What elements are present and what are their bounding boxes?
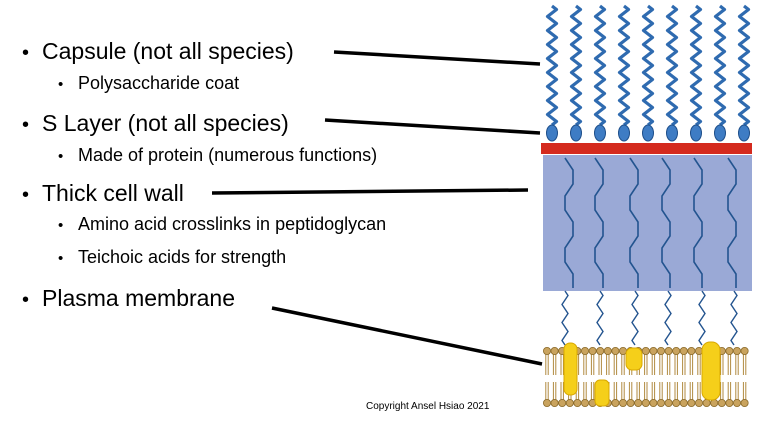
lipid-head [657, 398, 666, 407]
lipid-head [679, 398, 688, 407]
capsule-strand [665, 4, 679, 127]
teichoic-acid-strand [730, 290, 738, 346]
lipid-head [596, 346, 605, 355]
lipid-head [543, 398, 552, 407]
capsule-leader-line [333, 50, 541, 66]
peptidoglycan-strand [629, 157, 639, 288]
teichoic-acid-strand [698, 290, 706, 346]
teichoic-acid-strands [561, 290, 738, 346]
lipid-head [725, 346, 734, 355]
lipid-head [649, 346, 658, 355]
lipid-head [581, 346, 590, 355]
lipid-head [550, 398, 559, 407]
lipid-head [687, 398, 696, 407]
lipid-head [740, 346, 749, 355]
peptidoglycan-strand [693, 157, 703, 288]
cell-wall-block [543, 155, 752, 291]
teichoic-acid-strand [631, 290, 639, 346]
bullet-thick-cell-wall: Thick cell wall [22, 180, 184, 207]
lipid-head [702, 398, 711, 407]
lipid-head [672, 398, 681, 407]
s-layer-bead [714, 124, 726, 142]
s-layer-bead [570, 124, 582, 142]
bullet-list: Capsule (not all species) Polysaccharide… [0, 0, 540, 421]
sub-bullet-polysaccharide-coat: Polysaccharide coat [58, 73, 239, 94]
teichoic-acid-strand [596, 290, 604, 346]
s-layer-bead [618, 124, 630, 142]
lipid-head [733, 398, 742, 407]
peptidoglycan-strands [564, 157, 737, 288]
lipid-head [664, 346, 673, 355]
s-layer-bead [546, 124, 558, 142]
lipid-head [558, 398, 567, 407]
plasma-membrane-leader-line [271, 306, 543, 366]
lipid-head [634, 398, 643, 407]
capsule-strand [569, 4, 583, 127]
peptidoglycan-strand [564, 157, 574, 288]
s-layer-bead [690, 124, 702, 142]
label-leader-lines [211, 50, 543, 366]
peptidoglycan-strand [661, 157, 671, 288]
lipid-head [565, 398, 574, 407]
bullet-capsule: Capsule (not all species) [22, 38, 294, 65]
lipid-head [695, 398, 704, 407]
capsule-strand [737, 4, 751, 127]
s-layer-leader-line [324, 118, 541, 135]
s-layer-bead [594, 124, 606, 142]
s-layer-bead [666, 124, 678, 142]
lipid-head [733, 346, 742, 355]
capsule-strand [617, 4, 631, 127]
peptidoglycan-strand [594, 157, 604, 288]
lipid-head [679, 346, 688, 355]
copyright-notice: Copyright Ansel Hsiao 2021 [366, 401, 490, 412]
lipid-head [664, 398, 673, 407]
s-layer-bead [642, 124, 654, 142]
capsule-strand [713, 4, 727, 127]
lipid-head [740, 398, 749, 407]
s-layer-bead [738, 124, 750, 142]
membrane-protein [594, 379, 610, 407]
membrane-protein [625, 347, 643, 371]
membrane-protein [701, 341, 721, 401]
lipid-head [543, 346, 552, 355]
membrane-protein [563, 342, 578, 396]
lipid-head [641, 398, 650, 407]
lipid-head [550, 346, 559, 355]
sub-bullet-amino-acid-crosslinks: Amino acid crosslinks in peptidoglycan [58, 214, 386, 235]
lipid-head [581, 398, 590, 407]
plasma-membrane-bilayer [543, 346, 749, 407]
capsule-strand [689, 4, 703, 127]
lipid-head [649, 398, 658, 407]
lipid-head [611, 398, 620, 407]
capsule-polysaccharide-strands [545, 4, 751, 127]
lipid-head [573, 398, 582, 407]
lipid-head [657, 346, 666, 355]
lipid-head [619, 398, 628, 407]
sub-bullet-teichoic-acids: Teichoic acids for strength [58, 247, 286, 268]
capsule-strand [545, 4, 559, 127]
membrane-proteins [563, 341, 721, 407]
cell-wall-leader-line [211, 188, 529, 195]
teichoic-acid-strand [561, 290, 569, 346]
bullet-plasma-membrane: Plasma membrane [22, 285, 235, 312]
lipid-head [588, 346, 597, 355]
teichoic-acid-strand [664, 290, 672, 346]
peptidoglycan-strand [727, 157, 737, 288]
s-layer-band [541, 143, 752, 154]
capsule-strand [593, 4, 607, 127]
lipid-head [611, 346, 620, 355]
lipid-head [725, 398, 734, 407]
sub-bullet-made-of-protein: Made of protein (numerous functions) [58, 145, 377, 166]
lipid-head [672, 346, 681, 355]
lipid-head [641, 346, 650, 355]
bullet-s-layer: S Layer (not all species) [22, 110, 289, 137]
lipid-head [717, 398, 726, 407]
lipid-head [687, 346, 696, 355]
lipid-head [626, 398, 635, 407]
lipid-head [603, 346, 612, 355]
s-layer-protein-beads [546, 124, 750, 142]
capsule-strand [641, 4, 655, 127]
